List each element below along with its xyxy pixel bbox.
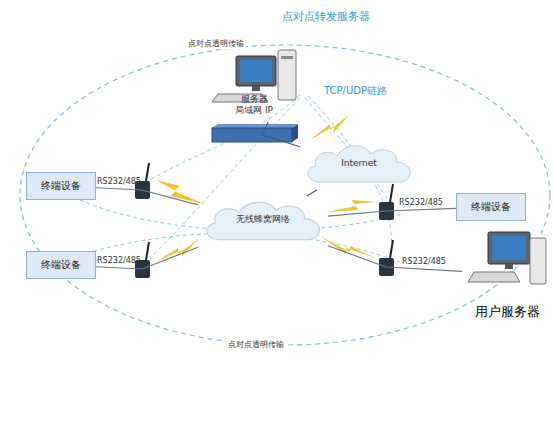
node-label: 终端设备: [27, 259, 95, 271]
port-label: RS232/485: [95, 177, 143, 186]
screen: [240, 60, 272, 82]
monitor: [236, 56, 276, 86]
terminal-box: 终端设备: [456, 193, 526, 221]
node-label: 用户服务器: [462, 304, 552, 320]
network-cloud: 无线蜂窝网络: [198, 196, 328, 248]
terminal-box: 终端设备: [26, 251, 96, 279]
keyboard: [468, 272, 520, 282]
antenna: [146, 242, 149, 260]
network-cloud: Internet: [300, 140, 418, 190]
link-line: [96, 188, 198, 205]
transmission-note: 点对点透明传输: [226, 339, 286, 350]
transparent-ring: [20, 45, 550, 345]
node-label: 终端设备: [27, 180, 95, 192]
node-label: 无线蜂窝网络: [198, 214, 328, 225]
stand: [252, 86, 260, 91]
link-label: TCP/UDP链路: [322, 84, 389, 98]
user-computer: [468, 232, 546, 284]
transmission-note: 点对点透明传输: [186, 38, 246, 49]
server-node: 点对点转发服务器服务器 局域网 IP: [210, 8, 380, 122]
node-label: 终端设备: [457, 201, 525, 213]
link-line: [262, 122, 300, 147]
router-body: [212, 128, 292, 142]
link-line: [96, 247, 198, 269]
stand: [505, 264, 513, 269]
lightning: [156, 114, 376, 262]
server-node: 用户服务器: [462, 226, 552, 322]
port-label: RS232/485: [95, 256, 143, 265]
node-label: Internet: [300, 158, 418, 169]
dashed-link: [150, 95, 300, 180]
tower: [530, 238, 546, 284]
link-line: [328, 208, 456, 216]
antenna: [146, 163, 149, 181]
drive: [281, 56, 293, 59]
node-note: 服务器 局域网 IP: [232, 94, 276, 116]
router: [212, 124, 298, 142]
router-top: [212, 124, 298, 128]
terminal-box: 终端设备: [26, 172, 96, 200]
router-side: [292, 124, 298, 142]
port-label: RS232/485: [397, 198, 445, 207]
bolt: [156, 238, 200, 262]
bolt: [326, 200, 376, 212]
node-label: 点对点转发服务器: [282, 10, 382, 23]
screen: [492, 236, 526, 260]
bolt: [310, 114, 350, 140]
antenna: [390, 184, 393, 202]
tower: [278, 50, 296, 100]
port-label: RS232/485: [400, 257, 448, 266]
antenna: [390, 240, 393, 258]
monitor: [488, 232, 530, 264]
link-line: [307, 190, 317, 196]
bolt: [320, 236, 376, 258]
link-line: [328, 246, 462, 272]
